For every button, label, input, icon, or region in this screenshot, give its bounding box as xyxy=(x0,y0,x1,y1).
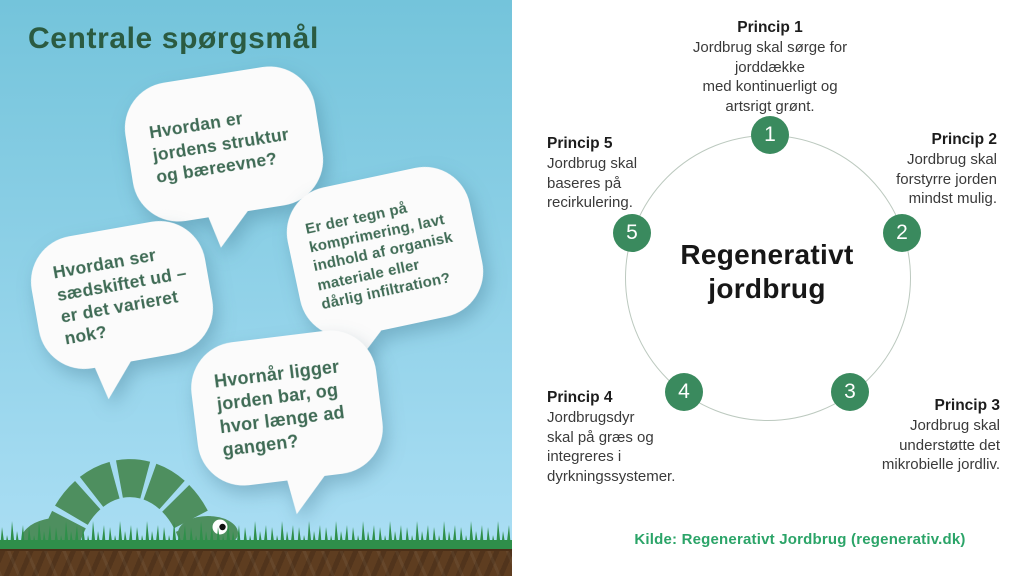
badge-number: 2 xyxy=(896,221,908,244)
principle-label: Princip 4 xyxy=(547,389,613,406)
principle-text: Jordbrug skal understøtte det mikrobiell… xyxy=(881,417,1000,474)
right-panel: Regenerativt jordbrug 1 2 3 4 5 Princip … xyxy=(512,0,1024,576)
badge-number: 5 xyxy=(626,221,638,244)
speech-bubble-tail xyxy=(284,472,327,515)
speech-bubble-text: Hvordan er jordens struktur og bæreevne? xyxy=(147,108,291,188)
speech-bubble-text: Hvornår ligger jorden bar, og hvor længe… xyxy=(213,356,346,461)
principle-badge-3: 3 xyxy=(831,373,869,411)
principle-block-2: Princip 2 Jordbrug skal forstyrre jorden… xyxy=(817,130,997,209)
principle-label: Princip 5 xyxy=(547,135,613,152)
principle-block-5: Princip 5 Jordbrug skal baseres på recir… xyxy=(547,134,707,213)
principle-block-3: Princip 3 Jordbrug skal understøtte det … xyxy=(810,396,1000,475)
speech-bubble-text: Er der tegn på komprimering, lavt indhol… xyxy=(303,199,455,313)
principle-label: Princip 1 xyxy=(737,19,803,36)
soil-band xyxy=(0,549,512,576)
principle-badge-2: 2 xyxy=(883,214,921,252)
speech-bubble-tail xyxy=(93,359,137,401)
badge-number: 4 xyxy=(678,380,690,403)
principle-text: Jordbrugsdyr skal på græs og integreres … xyxy=(547,409,676,485)
principle-badge-1: 1 xyxy=(751,116,789,154)
center-title-line2: jordbrug xyxy=(708,273,826,305)
badge-number: 1 xyxy=(764,123,776,146)
speech-bubble-text: Hvordan ser sædskiftet ud – er det varie… xyxy=(51,244,189,349)
principle-text: Jordbrug skal forstyrre jorden mindst mu… xyxy=(896,151,997,208)
source-caption: Kilde: Regenerativt Jordbrug (regenerati… xyxy=(634,531,966,548)
principle-label: Princip 3 xyxy=(934,397,1000,414)
principle-text: Jordbrug skal baseres på recirkulering. xyxy=(547,155,638,212)
diagram-center-title: Regenerativt jordbrug xyxy=(625,238,909,306)
principle-badge-5: 5 xyxy=(613,214,651,252)
left-panel: Centrale spørgsmål Hvordan er jordens st… xyxy=(0,0,512,576)
worm-body-arc xyxy=(41,459,219,549)
speech-bubble-body: Hvornår ligger jorden bar, og hvor længe… xyxy=(185,325,389,491)
badge-number: 3 xyxy=(844,380,856,403)
principle-label: Princip 2 xyxy=(931,131,997,148)
principle-block-4: Princip 4 Jordbrugsdyr skal på græs og i… xyxy=(547,388,737,486)
page-title: Centrale spørgsmål xyxy=(28,22,319,55)
speech-bubble-4: Hvornår ligger jorden bar, og hvor længe… xyxy=(185,325,389,491)
principle-text: Jordbrug skal sørge for jorddække med ko… xyxy=(692,39,848,115)
grass-icon xyxy=(0,517,512,549)
speech-bubble-tail xyxy=(206,210,250,248)
principle-badge-4: 4 xyxy=(665,373,703,411)
center-title-line1: Regenerativt xyxy=(680,239,854,270)
principle-block-1: Princip 1 Jordbrug skal sørge for jorddæ… xyxy=(644,18,896,116)
